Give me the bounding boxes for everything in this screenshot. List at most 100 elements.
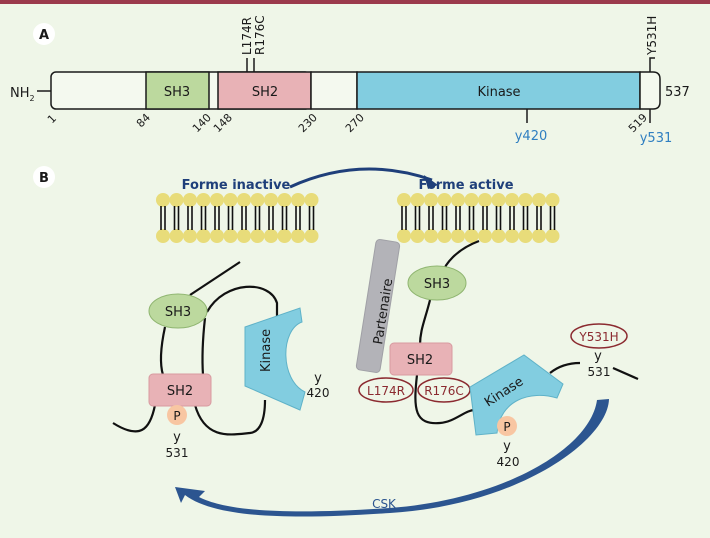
inactive-chain-left xyxy=(159,326,167,376)
active-kinase-domain xyxy=(469,354,564,436)
active-y420-y: y xyxy=(503,439,511,454)
inactive-y420-num: 420 xyxy=(307,386,330,400)
inactive-chain-c-tail-right xyxy=(193,399,267,436)
active-y531-num: 531 xyxy=(588,365,611,379)
partner-protein xyxy=(355,239,401,373)
inactive-chain-loop-top xyxy=(206,285,279,317)
active-y531-y: y xyxy=(594,349,602,364)
inactive-sh3-domain xyxy=(148,293,208,329)
mutation-l174r-text: L174R xyxy=(367,384,405,398)
lipid-head-top xyxy=(397,193,411,207)
lipid-head-top xyxy=(156,193,170,207)
residue-y531-label: y531 xyxy=(640,131,673,146)
lipid-head-bottom xyxy=(505,229,519,243)
lipid-head-bottom xyxy=(264,229,278,243)
lipid-head-top xyxy=(250,193,265,207)
panel-b-badge xyxy=(33,166,55,188)
tick-230: 230 xyxy=(296,111,320,135)
lipid-head-top xyxy=(437,193,452,207)
active-sh2-domain xyxy=(389,342,453,376)
lipid-head-top xyxy=(505,193,519,207)
inactive-phospho-label: P xyxy=(173,409,180,423)
lipid-head-bottom xyxy=(518,229,533,243)
active-chain-c-term xyxy=(612,366,639,381)
lipid-head-bottom xyxy=(464,229,479,243)
lipid-head-bottom xyxy=(451,229,465,243)
inactive-form-title: Forme inactive xyxy=(182,178,291,193)
lipid-head-bottom xyxy=(410,229,425,243)
inactive-chain-n-term xyxy=(189,261,241,296)
lipid-head-bottom xyxy=(196,229,211,243)
tick-84: 84 xyxy=(134,111,153,130)
inactive-phospho-circle xyxy=(167,405,187,425)
activation-arrowhead xyxy=(424,175,438,189)
lipid-head-top xyxy=(291,193,305,207)
mutation-r176c-label: R176C xyxy=(253,15,267,55)
mutation-y531h-line xyxy=(649,57,655,72)
lipid-head-top xyxy=(410,193,425,207)
mutation-y531h-badge xyxy=(570,323,628,349)
active-sh2-label: SH2 xyxy=(407,353,433,368)
active-chain-sh3-sh2 xyxy=(418,299,432,346)
membrane-active xyxy=(397,193,560,243)
lipid-head-top xyxy=(237,193,251,207)
lipid-head-bottom xyxy=(277,229,292,243)
lipid-head-top xyxy=(518,193,533,207)
lipid-head-top xyxy=(451,193,465,207)
lipid-head-top xyxy=(210,193,224,207)
lipid-head-bottom xyxy=(291,229,305,243)
mutation-y531h-label: Y531H xyxy=(645,16,659,56)
inactive-y420-y: y xyxy=(314,371,322,386)
domain-kinase-label: Kinase xyxy=(477,85,520,100)
lipid-head-top xyxy=(424,193,438,207)
lipid-head-top xyxy=(223,193,238,207)
lipid-head-bottom xyxy=(304,229,319,243)
active-phospho-label: P xyxy=(503,420,510,434)
active-chain-sh2-kinase xyxy=(414,374,476,425)
linker-region xyxy=(310,71,358,110)
active-phospho-circle xyxy=(497,416,517,436)
active-y420-num: 420 xyxy=(497,455,520,469)
domain-sh2-label: SH2 xyxy=(252,85,278,100)
lipid-head-top xyxy=(169,193,184,207)
lipid-head-top xyxy=(491,193,506,207)
n-terminus-label: NH2 xyxy=(10,86,35,103)
lipid-head-bottom xyxy=(491,229,506,243)
lipid-head-top xyxy=(478,193,492,207)
lipid-head-top xyxy=(464,193,479,207)
lipid-head-top xyxy=(304,193,319,207)
tick-148: 148 xyxy=(211,111,235,135)
inactive-kinase-domain xyxy=(244,307,306,411)
lipid-head-top xyxy=(196,193,211,207)
inactive-src: SH3 SH2 P y 531 Kinase y 420 xyxy=(112,261,330,460)
lipid-head-bottom xyxy=(169,229,184,243)
lipid-head-top xyxy=(277,193,292,207)
mutation-y531h-text: Y531H xyxy=(578,330,618,344)
lipid-head-top xyxy=(545,193,560,207)
panel-a-badge xyxy=(33,23,55,45)
active-src: Partenaire SH3 SH2 L174R R176C Kinase P … xyxy=(355,239,639,469)
lipid-head-bottom xyxy=(424,229,438,243)
panel-a-label: A xyxy=(39,28,49,43)
lipid-head-bottom xyxy=(437,229,452,243)
panel-b-label: B xyxy=(39,171,49,186)
panel-a: A NH2 SH3 SH2 Kinase 537 1 84 140 148 23… xyxy=(10,15,690,146)
csk-arrow xyxy=(175,399,609,517)
lipid-head-top xyxy=(264,193,278,207)
domain-sh3 xyxy=(145,71,210,110)
lipid-head-bottom xyxy=(545,229,560,243)
inactive-sh2-label: SH2 xyxy=(167,384,193,399)
lipid-head-bottom xyxy=(250,229,265,243)
inactive-chain-right xyxy=(201,317,207,376)
lipid-head-bottom xyxy=(210,229,224,243)
lipid-head-top xyxy=(183,193,197,207)
active-sh3-domain xyxy=(407,265,467,301)
inactive-y531-num: 531 xyxy=(166,446,189,460)
csk-label: CSK xyxy=(372,497,397,511)
lipid-head-bottom xyxy=(237,229,251,243)
mutation-l174r-label: L174R xyxy=(240,17,254,55)
inactive-sh3-label: SH3 xyxy=(165,305,191,320)
active-chain-kinase-tail xyxy=(549,361,581,374)
lipid-head-bottom xyxy=(156,229,170,243)
